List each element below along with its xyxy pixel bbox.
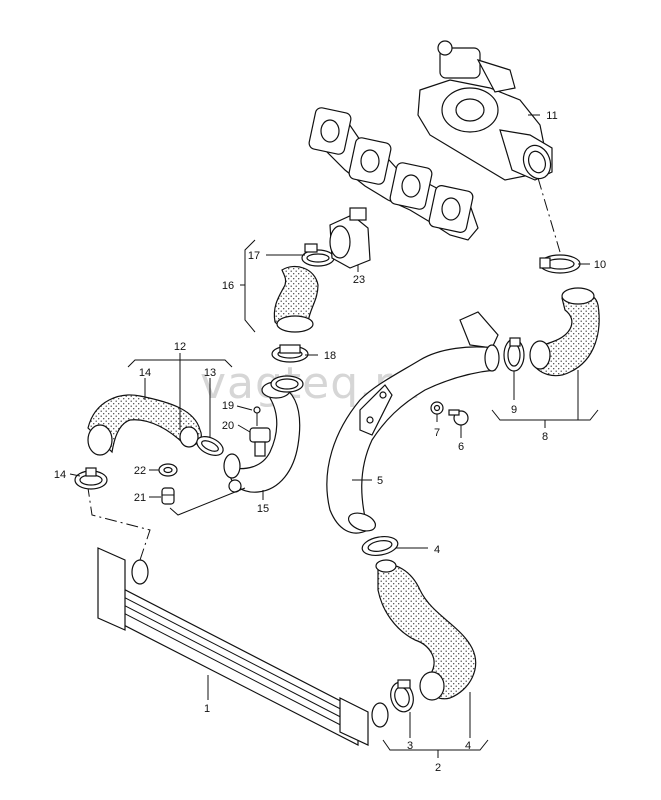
callout-12: 12 — [174, 341, 186, 353]
hose-clamp-18 — [271, 344, 309, 363]
grommet-22 — [158, 463, 178, 477]
bolt-19 — [253, 406, 261, 426]
callout-19: 19 — [222, 400, 234, 412]
callout-11: 11 — [546, 110, 557, 122]
hose-clamp-17 — [301, 243, 335, 267]
air-mass-meter-23 — [329, 207, 371, 269]
hose-clamp-10 — [539, 254, 581, 274]
intercooler-1 — [97, 547, 389, 746]
callout-22: 22 — [134, 465, 146, 477]
hose-clamp-13 — [196, 436, 224, 456]
callout-3: 3 — [407, 740, 413, 752]
callout-14-left: 14 — [54, 469, 66, 481]
callout-2: 2 — [435, 762, 441, 774]
callout-6: 6 — [458, 441, 464, 453]
callout-20: 20 — [222, 420, 234, 432]
callout-18: 18 — [324, 350, 336, 362]
charge-air-hose-16 — [273, 265, 319, 333]
callout-4-lower: 4 — [465, 740, 471, 752]
charge-air-pipe-5 — [326, 311, 500, 534]
bolt-6 — [448, 409, 469, 426]
callout-23: 23 — [353, 274, 365, 286]
charge-air-hose-12 — [87, 394, 202, 456]
callout-7: 7 — [434, 427, 440, 439]
callout-labels: 1 2 3 4 4 5 6 7 8 9 10 11 12 13 14 14 15… — [54, 110, 606, 774]
turbocharger-assembly — [308, 40, 553, 241]
callout-1: 1 — [204, 703, 210, 715]
charge-air-hose-8 — [529, 287, 600, 377]
callout-5: 5 — [377, 475, 383, 487]
hose-clamp-9 — [503, 337, 525, 372]
callout-8: 8 — [542, 431, 548, 443]
seal-ring — [270, 375, 304, 393]
leader-lines — [69, 114, 599, 758]
callout-10: 10 — [594, 259, 606, 271]
hose-clamp-4-upper — [361, 536, 399, 556]
callout-14-top: 14 — [139, 367, 151, 379]
callout-17: 17 — [248, 250, 260, 262]
callout-4-upper: 4 — [434, 544, 440, 556]
hose-clamp-3 — [390, 679, 414, 713]
pressure-sensor-20 — [249, 427, 271, 457]
connection-line — [87, 487, 151, 561]
connection-line — [537, 177, 561, 253]
callout-16: 16 — [222, 280, 234, 292]
charge-air-hose-2 — [375, 559, 477, 701]
nut-7 — [430, 401, 444, 415]
callout-15: 15 — [257, 503, 269, 515]
hose-clamp-14-left — [74, 467, 108, 490]
bushing-21 — [161, 487, 175, 505]
callout-13: 13 — [204, 367, 216, 379]
callout-21: 21 — [134, 492, 146, 504]
callout-9: 9 — [511, 404, 517, 416]
